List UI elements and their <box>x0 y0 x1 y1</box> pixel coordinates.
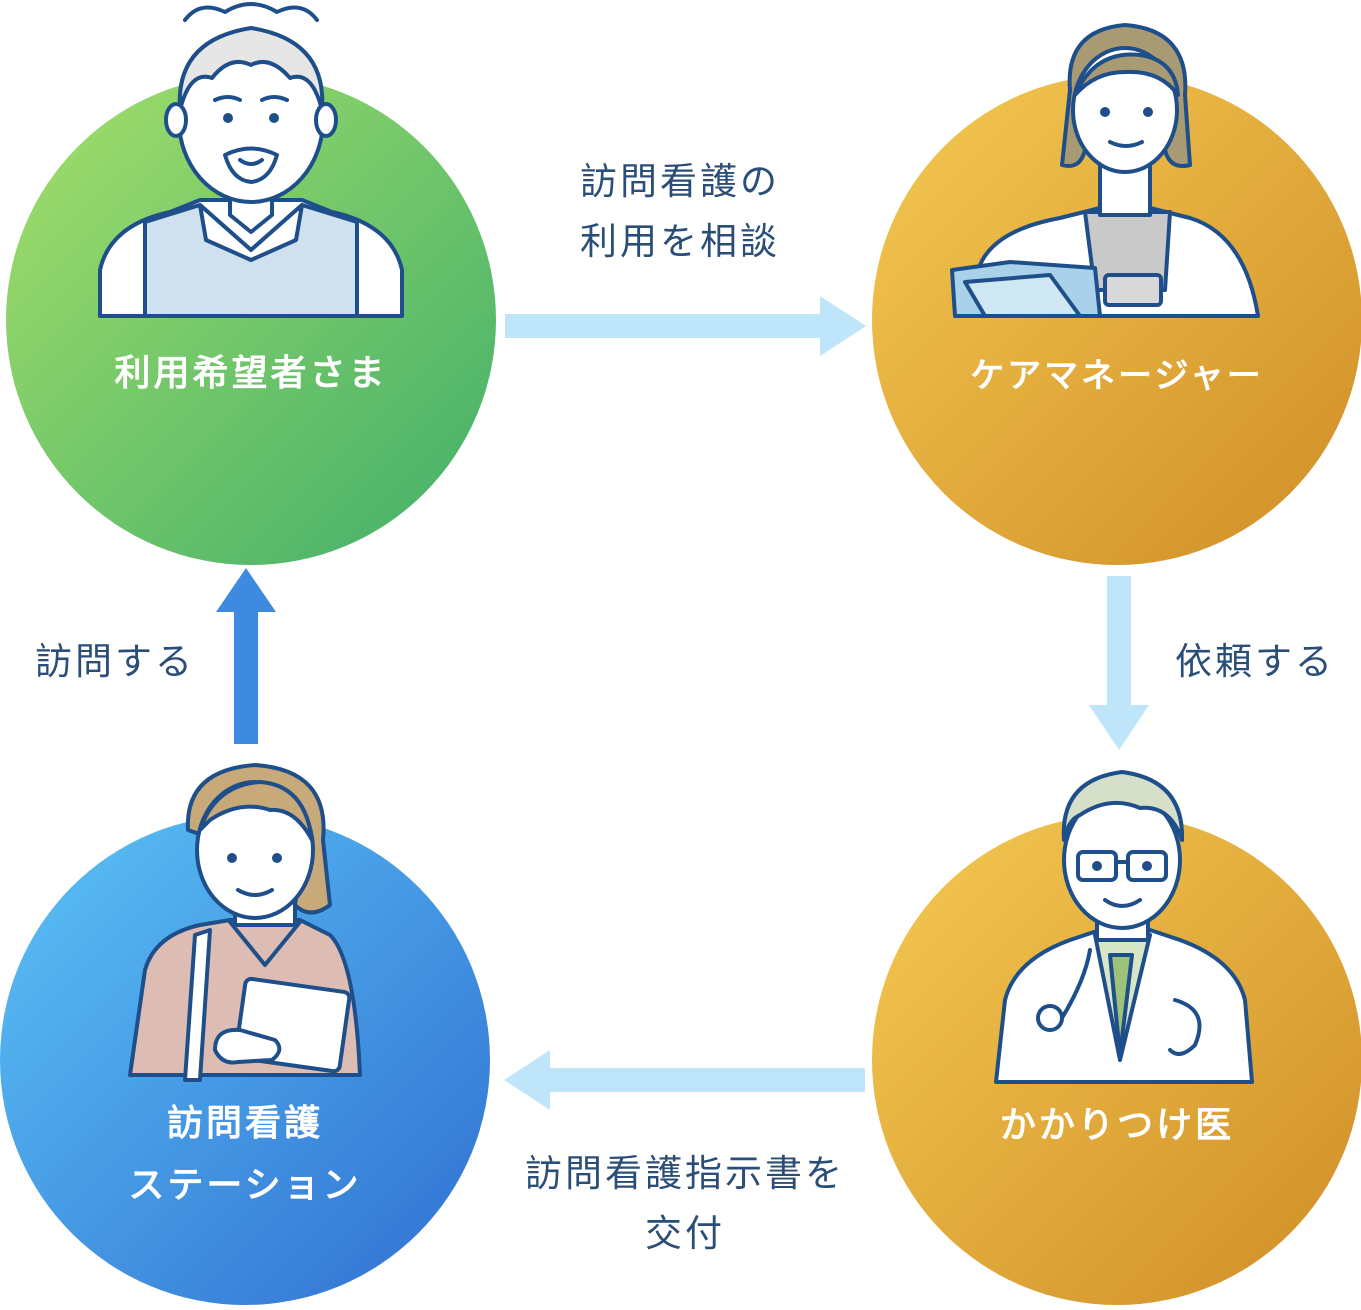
node-station-label-1: 訪問看護 <box>166 1103 323 1144</box>
node-station-label-2: ステーション <box>128 1165 362 1206</box>
edge-issue-line-2: 交付 <box>645 1212 725 1255</box>
node-care-manager: ケアマネージャー <box>872 75 1361 565</box>
node-care-manager-label: ケアマネージャー <box>970 356 1264 396</box>
edge-issue-line-1: 訪問看護指示書を <box>525 1152 845 1195</box>
edge-consult-label: 訪問看護の 利用を相談 <box>555 152 805 272</box>
edge-issue-label: 訪問看護指示書を 交付 <box>495 1144 875 1264</box>
edge-visit-label: 訪問する <box>35 640 195 683</box>
node-doctor-label: かかりつけ医 <box>999 1105 1235 1146</box>
arrow-request <box>1089 576 1149 750</box>
node-user: 利用希望者さま <box>6 75 496 565</box>
edge-consult-line-1: 訪問看護の <box>580 160 780 203</box>
node-user-label: 利用希望者さま <box>114 353 388 394</box>
node-doctor: かかりつけ医 <box>872 815 1361 1305</box>
arrow-visit <box>216 568 276 744</box>
arrow-issue <box>504 1050 865 1110</box>
arrow-consult <box>505 296 866 356</box>
edge-request-label: 依頼する <box>1175 640 1335 683</box>
node-station: 訪問看護 ステーション <box>0 815 490 1305</box>
edge-consult-line-2: 利用を相談 <box>580 220 780 263</box>
